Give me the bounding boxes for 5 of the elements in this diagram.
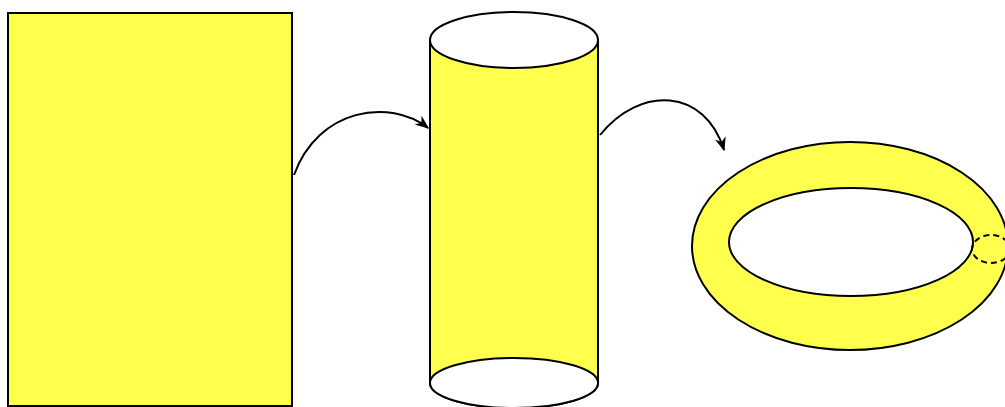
torus-drawing [690, 140, 1005, 354]
curved-arrow [293, 110, 430, 176]
rectangle-sheet [6, 11, 294, 407]
curved-arrow [599, 99, 725, 152]
cylinder-drawing [428, 10, 600, 407]
